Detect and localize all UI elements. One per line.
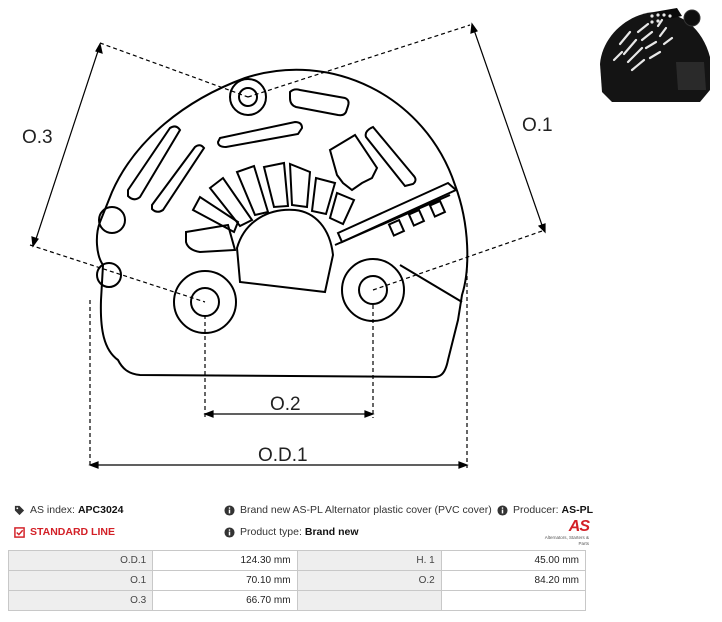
logo-tagline: Alternators, Starters & Parts	[544, 535, 589, 546]
description-text: Brand new AS-PL Alternator plastic cover…	[240, 504, 492, 516]
dim-o2-label: O.2	[270, 394, 301, 415]
info-icon	[497, 504, 508, 516]
table-row: O.1 70.10 mm O.2 84.20 mm	[7, 570, 587, 591]
checkbox-checked-icon	[14, 526, 25, 538]
dim-od1-label: O.D.1	[258, 445, 308, 466]
product-type-value: Brand new	[304, 526, 359, 538]
info-icon	[224, 526, 235, 538]
cover-outline	[95, 68, 469, 379]
table-row: O.D.1 124.30 mm H. 1 45.00 mm	[7, 550, 587, 571]
as-index: AS index: APC3024	[14, 504, 123, 516]
spec-label	[296, 590, 442, 611]
producer-value: AS-PL	[561, 504, 594, 516]
producer: Producer: AS-PL	[497, 504, 593, 516]
tag-icon	[14, 505, 25, 515]
dim-o3-label: O.3	[22, 127, 53, 148]
table-row: O.3 66.70 mm	[7, 590, 587, 611]
description: Brand new AS-PL Alternator plastic cover…	[224, 504, 492, 516]
as-index-value: APC3024	[77, 504, 124, 516]
spec-value: 124.30 mm	[152, 550, 298, 571]
spec-value: 66.70 mm	[152, 590, 298, 611]
spec-label: O.1	[7, 570, 154, 591]
specs-table: O.D.1 124.30 mm H. 1 45.00 mm O.1 70.10 …	[7, 550, 587, 611]
spec-value: 45.00 mm	[440, 550, 587, 571]
as-pl-logo: AS Alternators, Starters & Parts	[533, 518, 590, 547]
as-index-label: AS index:	[30, 504, 75, 516]
product-type: Product type: Brand new	[224, 526, 359, 538]
dim-o1-label: O.1	[522, 115, 553, 136]
spec-label: O.3	[7, 590, 154, 611]
technical-drawing: O.2 O.D.1 O.3 O.1	[22, 22, 553, 469]
info-icon	[224, 504, 235, 516]
spec-value: 84.20 mm	[440, 570, 587, 591]
standard-line-label: STANDARD LINE	[30, 526, 115, 538]
spec-value	[440, 590, 587, 611]
producer-label: Producer:	[513, 504, 559, 516]
spec-label: O.D.1	[7, 550, 154, 571]
line-badge: STANDARD LINE	[14, 526, 115, 538]
spec-value: 70.10 mm	[152, 570, 298, 591]
spec-label: H. 1	[296, 550, 442, 571]
logo-mark: AS	[568, 518, 590, 535]
product-photo	[600, 8, 710, 103]
product-type-label: Product type:	[240, 526, 302, 538]
spec-label: O.2	[296, 570, 442, 591]
